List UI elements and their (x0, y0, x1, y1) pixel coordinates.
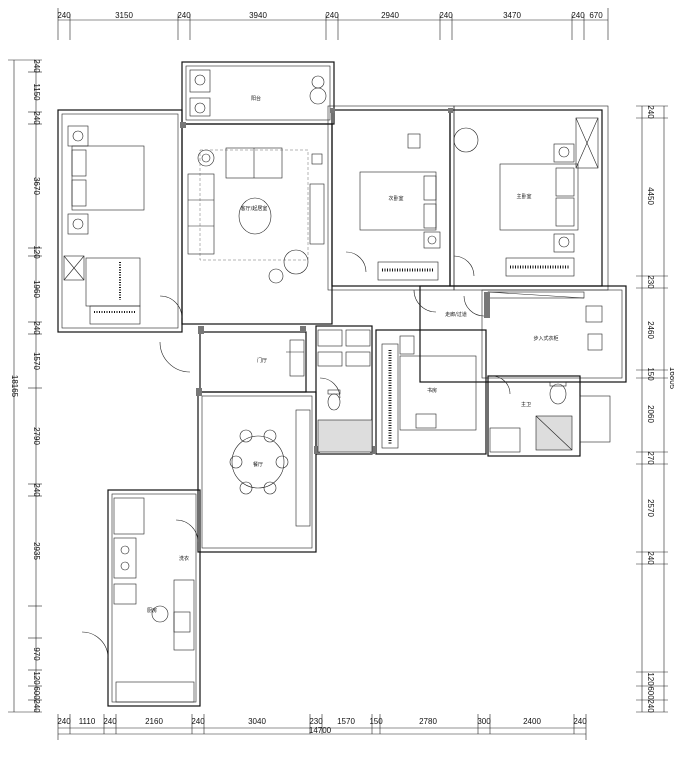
bottom-dimension-chain: 240 1110 240 2160 240 3040 230 1570 150 … (57, 714, 587, 740)
left-dim-label: 2790 (32, 427, 41, 445)
top-dim-label: 670 (589, 11, 603, 20)
left-dim-label: 240 (32, 111, 41, 125)
hall-furniture (286, 339, 305, 377)
left-dim-label: 3670 (32, 177, 41, 195)
right-dim-label: 270 (646, 451, 655, 465)
wardrobe-left (63, 255, 141, 325)
left-dimension-chain: 240 1150 240 3670 120 1960 240 1570 2790… (8, 59, 42, 713)
left-dim-label: 2935 (32, 542, 41, 560)
top-dim-label: 240 (177, 11, 191, 20)
right-dim-label: 2460 (646, 321, 655, 339)
kitchen-fixtures (113, 497, 195, 703)
left-dim-label: 600 (32, 686, 41, 700)
bottom-dim-label: 2400 (523, 717, 541, 726)
outer-walls (57, 61, 627, 707)
top-dim-label: 3940 (249, 11, 267, 20)
top-dim-label: 240 (57, 11, 71, 20)
room-label-study: 书房 (427, 387, 437, 394)
room-label-dining: 餐厅 (253, 461, 263, 468)
right-dim-label: 230 (646, 275, 655, 289)
right-total-dimension: 16805 (668, 367, 674, 390)
door-swings (81, 251, 511, 659)
top-dim-label: 240 (571, 11, 585, 20)
bottom-dim-label: 240 (191, 717, 205, 726)
master-bedroom-furniture (453, 117, 599, 277)
balcony-fixtures (189, 69, 327, 117)
left-dim-label: 1570 (32, 352, 41, 370)
dining-furniture (229, 409, 311, 527)
top-dim-label: 3150 (115, 11, 133, 20)
bottom-total-dimension: 14700 (309, 726, 332, 735)
bottom-dim-label: 2160 (145, 717, 163, 726)
room-label-second-bedroom: 次卧室 (388, 195, 403, 202)
right-dim-label: 600 (646, 686, 655, 700)
room-label-balcony: 阳台 (251, 95, 261, 102)
left-total-dimension: 18165 (10, 375, 19, 398)
left-dim-label: 120 (32, 671, 41, 685)
bed-left (67, 125, 145, 235)
bottom-dim-label: 240 (573, 717, 587, 726)
living-furniture (187, 147, 325, 284)
second-bedroom-furniture (359, 133, 441, 281)
room-label-bath: 主卫 (521, 401, 531, 408)
left-dim-label: 240 (32, 699, 41, 713)
right-dim-label: 240 (646, 551, 655, 565)
right-dim-label: 4450 (646, 187, 655, 205)
wall-columns (180, 108, 453, 454)
room-labels: 客厅/起居室 次卧室 主卧室 步入式衣柜 走廊/过道 门厅 书房 主卫 餐厅 厨… (147, 95, 559, 614)
right-dim-label: 2060 (646, 405, 655, 423)
room-label-master-bedroom: 主卧室 (516, 193, 531, 200)
bottom-dim-label: 300 (477, 717, 491, 726)
left-dim-label: 240 (32, 59, 41, 73)
left-dim-label: 1150 (32, 83, 41, 101)
wc-fixtures (317, 329, 371, 411)
right-dim-label: 150 (646, 367, 655, 381)
top-dim-label: 3470 (503, 11, 521, 20)
bottom-dim-label: 2780 (419, 717, 437, 726)
bottom-dim-label: 1570 (337, 717, 355, 726)
top-dim-label: 2940 (381, 11, 399, 20)
room-label-wash: 洗衣 (179, 555, 189, 562)
bottom-dim-label: 230 (309, 717, 323, 726)
room-label-walkin: 步入式衣柜 (533, 335, 558, 342)
bottom-dim-label: 240 (57, 717, 71, 726)
right-dim-label: 120 (646, 672, 655, 686)
bottom-dim-label: 3040 (248, 717, 266, 726)
left-dim-label: 240 (32, 321, 41, 335)
right-dim-label: 240 (646, 699, 655, 713)
right-dimension-chain: 240 4450 230 2460 150 2060 270 2570 240 … (636, 105, 674, 713)
left-dim-label: 970 (32, 647, 41, 661)
right-dim-label: 2570 (646, 499, 655, 517)
right-dim-label: 240 (646, 105, 655, 119)
room-label-kitchen: 厨房 (147, 607, 157, 614)
room-label-corridor: 走廊/过道 (445, 311, 467, 318)
room-label-hall: 门厅 (257, 357, 267, 364)
top-dim-label: 240 (325, 11, 339, 20)
walkin-furniture (484, 291, 603, 351)
left-dim-label: 120 (32, 245, 41, 259)
top-dimension-chain: 240 3150 240 3940 240 2940 240 3470 240 … (57, 8, 609, 40)
left-dim-label: 240 (32, 483, 41, 497)
bottom-dim-label: 240 (103, 717, 117, 726)
left-dim-label: 1960 (32, 280, 41, 298)
top-dim-label: 240 (439, 11, 453, 20)
bottom-dim-label: 1110 (79, 717, 96, 726)
bath-fixtures (489, 381, 573, 453)
room-label-living: 客厅/起居室 (241, 205, 268, 212)
study-furniture (381, 335, 477, 449)
bottom-dim-label: 150 (369, 717, 383, 726)
stone-floor-areas (317, 415, 573, 453)
